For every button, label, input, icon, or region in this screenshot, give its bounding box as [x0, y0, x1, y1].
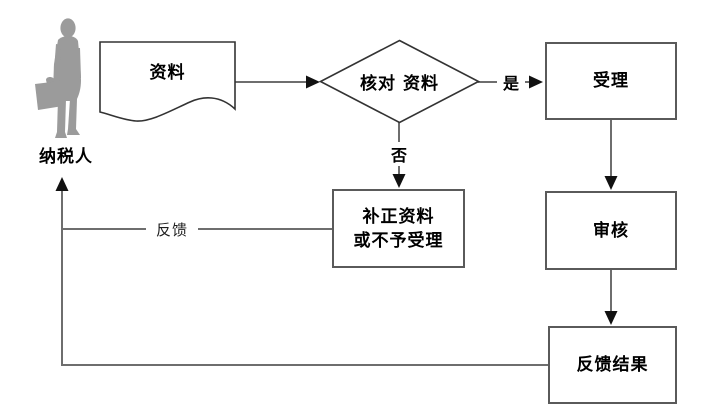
- arrowhead-into-taxpayer: [55, 177, 69, 191]
- arrowhead-into-feedback-result: [604, 311, 618, 325]
- correct-node-label-line1: 补正资料: [362, 206, 435, 227]
- taxpayer-label: 纳税人: [39, 146, 93, 167]
- review-node: 审核: [545, 191, 677, 270]
- arrowhead-into-accept: [529, 75, 543, 89]
- decision-node-label: 核对 资料: [360, 74, 439, 94]
- feedback-edge-label: 反馈: [146, 217, 198, 241]
- edge-feedback-result-to-taxpayer: [61, 190, 548, 366]
- review-node-label: 审核: [593, 220, 629, 241]
- accept-node-label: 受理: [593, 71, 629, 91]
- taxpayer-person-icon: [35, 18, 81, 138]
- accept-node: 受理: [545, 42, 677, 120]
- no-edge-label: 否: [385, 142, 413, 166]
- arrowhead-into-decision: [306, 75, 320, 89]
- feedback-result-node: 反馈结果: [548, 326, 677, 404]
- feedback-result-node-label: 反馈结果: [576, 355, 649, 375]
- yes-edge-label: 是: [497, 70, 525, 94]
- document-node-label: 资料: [149, 62, 186, 83]
- arrowhead-into-correct: [392, 174, 406, 188]
- decision-diamond: [319, 39, 480, 124]
- document-shape: [99, 41, 236, 122]
- correct-node: 补正资料 或不予受理: [332, 189, 465, 268]
- arrowhead-into-review: [604, 176, 618, 190]
- correct-node-label-line2: 或不予受理: [353, 230, 444, 251]
